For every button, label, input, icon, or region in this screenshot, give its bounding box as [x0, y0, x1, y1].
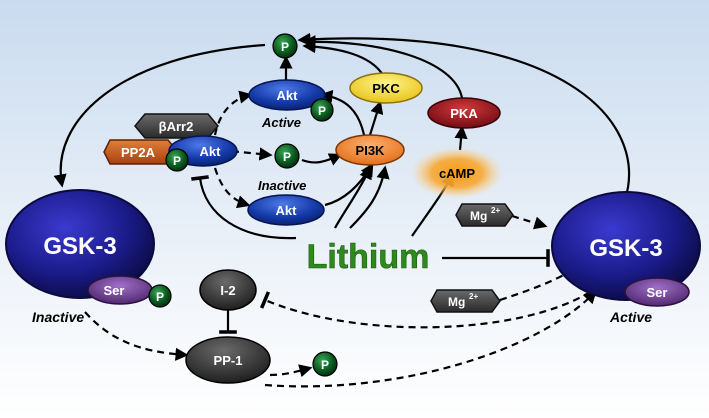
dashed-connectors — [84, 90, 597, 388]
phospho-label: P — [156, 290, 164, 304]
pi3k-node: PI3K — [335, 134, 405, 166]
barr2-label: βArr2 — [159, 119, 194, 134]
dashed-pp1-to-phospho — [269, 364, 313, 378]
pp2a-label: PP2A — [121, 145, 156, 160]
akt-bottom-label: Akt — [276, 203, 298, 218]
connectors — [53, 32, 631, 334]
phospho-bottom: P — [312, 351, 338, 377]
inhibit-lithium-akt-complex — [191, 175, 297, 240]
i2-node: I-2 — [199, 269, 257, 311]
camp-node: cAMP — [411, 147, 503, 199]
pka-label: PKA — [450, 106, 478, 121]
akt-inactive-node: Akt — [247, 194, 325, 226]
dashed-akt-to-akt-active — [213, 90, 253, 136]
phospho-ser-left: P — [148, 284, 172, 308]
akt-active-state-label: Active — [261, 115, 301, 130]
akt-active-node: Akt — [248, 79, 326, 111]
camp-label: cAMP — [439, 166, 475, 181]
phospho-label: P — [283, 150, 291, 164]
barr2-node: βArr2 — [134, 113, 219, 139]
ser-left-label: Ser — [104, 283, 125, 298]
arrow-pi3k-to-akt — [319, 89, 367, 141]
arrow-phospho-to-pi3k — [301, 153, 343, 166]
gsk3-active-node: GSK-3 — [551, 191, 701, 301]
phospho-mid: P — [274, 143, 300, 169]
phospho-akt-complex: P — [165, 148, 189, 172]
gsk3-left-label: GSK-3 — [43, 233, 116, 260]
arrow-lithium-to-pi3k-b — [349, 165, 390, 229]
arrow-akt-inactive-to-pi3k — [324, 162, 374, 207]
gsk3-inactive-node: GSK-3 — [5, 189, 155, 299]
phospho-top: P — [272, 33, 298, 59]
lithium-label: Lithium — [307, 238, 430, 276]
pka-node: PKA — [427, 97, 501, 129]
mg-bottom-label: Mg — [448, 295, 465, 309]
arrow-pi3k-to-pkc — [368, 100, 384, 136]
pkc-node: PKC — [349, 72, 423, 104]
mg-bottom-node: Mg 2+ — [430, 289, 501, 313]
akt-inactive-state-label: Inactive — [258, 178, 306, 193]
arc-gsk3-to-phospho — [297, 32, 631, 201]
dashed-pp1-to-gsk3-active — [264, 290, 597, 388]
mg-top-charge: 2+ — [491, 206, 500, 215]
gsk3-right-label: GSK-3 — [589, 235, 662, 262]
dashed-inhibit-gsk3-i2 — [259, 291, 591, 329]
pkc-label: PKC — [372, 81, 400, 96]
arrow-camp-to-pka — [454, 125, 468, 151]
mg-bottom-charge: 2+ — [469, 292, 478, 301]
mg-top-label: Mg — [470, 209, 487, 223]
ser-left-node: Ser — [87, 275, 153, 305]
phospho-label: P — [318, 104, 326, 118]
phospho-label: P — [321, 358, 329, 372]
pp2a-node: PP2A — [103, 139, 179, 165]
phospho-label: P — [281, 40, 289, 54]
pi3k-label: PI3K — [356, 143, 386, 158]
dashed-mg-to-gsk3 — [511, 214, 548, 230]
pp1-node: PP-1 — [185, 336, 271, 384]
akt-top-label: Akt — [277, 88, 299, 103]
dashed-gsk3-to-pp1 — [84, 311, 189, 361]
mg-top-node: Mg 2+ — [455, 203, 514, 227]
arc-phospho-to-gsk3-inactive — [53, 43, 266, 188]
active-right-label: Active — [609, 309, 652, 325]
inactive-left-label: Inactive — [32, 309, 84, 325]
phospho-label: P — [173, 154, 181, 168]
dashed-akt-to-phospho — [219, 147, 273, 161]
pp1-label: PP-1 — [214, 353, 243, 368]
ser-right-label: Ser — [647, 285, 668, 300]
phospho-akt-active: P — [310, 98, 334, 122]
ser-right-node: Ser — [624, 277, 690, 307]
akt-mid-label: Akt — [200, 144, 222, 159]
dashed-akt-to-akt-inactive — [213, 167, 251, 209]
i2-label: I-2 — [220, 283, 235, 298]
arrow-pka-to-phospho — [302, 35, 464, 99]
